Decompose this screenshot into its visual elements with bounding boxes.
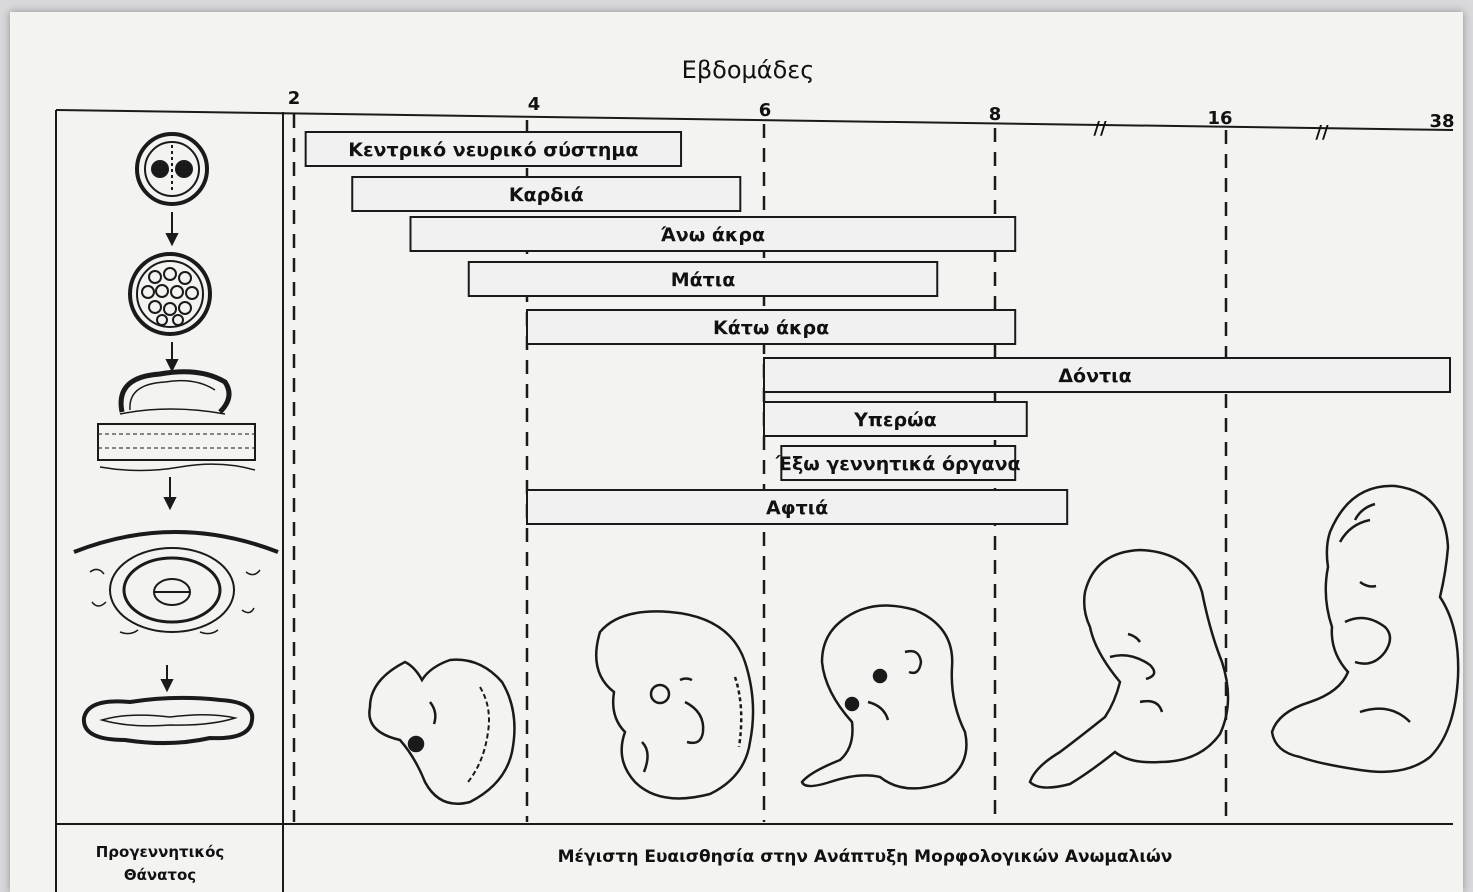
sensitivity-bar-label: Κεντρικό νευρικό σύστημα bbox=[348, 139, 638, 161]
sensitivity-bar-label: Άνω άκρα bbox=[661, 224, 765, 246]
tick-label-4: 4 bbox=[528, 94, 541, 115]
embryo-week4-illustration bbox=[369, 660, 514, 804]
embedded-embryo-icon bbox=[74, 532, 278, 634]
tick-label-8: 8 bbox=[989, 104, 1002, 125]
embryonic-disc-icon bbox=[84, 698, 252, 743]
tick-label-16: 16 bbox=[1207, 108, 1232, 129]
sensitivity-bar-label: Αφτιά bbox=[766, 497, 828, 519]
prenatal-death-label-line2: Θάνατος bbox=[124, 866, 196, 884]
fetus-term-illustration bbox=[1272, 486, 1458, 772]
tick-label-2: 2 bbox=[288, 88, 301, 109]
arrow-down-icon bbox=[165, 477, 175, 508]
sensitivity-bar: Άνω άκρα bbox=[411, 217, 1016, 251]
sensitivity-bar-label: Δόντια bbox=[1058, 365, 1131, 387]
early-stages-column bbox=[74, 134, 278, 743]
embryo-week8-illustration bbox=[802, 606, 966, 789]
embryo-development-diagram: Εβδομάδες 2 4 6 8 16 38 // // Κεντρικό ν… bbox=[10, 12, 1463, 892]
sensitivity-bar-label: Μάτια bbox=[671, 269, 736, 291]
sensitivity-bar: Δόντια bbox=[764, 358, 1450, 392]
sensitivity-bar: Κεντρικό νευρικό σύστημα bbox=[306, 132, 681, 166]
arrow-down-icon bbox=[167, 212, 177, 244]
footer-row: Προγεννητικός Θάνατος Μέγιστη Ευαισθησία… bbox=[96, 843, 1173, 884]
axis-break-mark: // bbox=[1093, 118, 1107, 139]
tick-label-6: 6 bbox=[759, 100, 772, 121]
sensitivity-bar-label: Κάτω άκρα bbox=[713, 317, 829, 339]
sensitivity-bar-label: Υπερώα bbox=[853, 409, 937, 431]
axis-title: Εβδομάδες bbox=[682, 56, 815, 84]
axis-break-mark: // bbox=[1315, 122, 1329, 143]
tick-label-38: 38 bbox=[1429, 111, 1454, 132]
zygote-icon bbox=[137, 134, 207, 204]
max-sensitivity-label: Μέγιστη Ευαισθησία στην Ανάπτυξη Μορφολο… bbox=[558, 847, 1173, 867]
blastocyst-implantation-icon bbox=[98, 372, 255, 471]
sensitivity-bar: Έξω γεννητικά όργανα bbox=[775, 446, 1021, 480]
fetus-week12-illustration bbox=[1030, 550, 1228, 788]
arrow-down-icon bbox=[167, 342, 177, 370]
sensitivity-bar: Αφτιά bbox=[527, 490, 1067, 524]
embryo-week6-illustration bbox=[596, 611, 753, 798]
figure-page: Εβδομάδες 2 4 6 8 16 38 // // Κεντρικό ν… bbox=[10, 12, 1463, 892]
prenatal-death-label-line1: Προγεννητικός bbox=[96, 843, 225, 861]
arrow-down-icon bbox=[162, 665, 172, 690]
sensitivity-bar: Μάτια bbox=[469, 262, 938, 296]
sensitivity-bar: Κάτω άκρα bbox=[527, 310, 1015, 344]
sensitivity-bar-label: Έξω γεννητικά όργανα bbox=[775, 453, 1021, 475]
sensitivity-bar: Καρδιά bbox=[352, 177, 740, 211]
fetus-stages bbox=[369, 486, 1458, 804]
sensitivity-bar: Υπερώα bbox=[764, 402, 1027, 436]
morula-icon bbox=[130, 254, 210, 334]
sensitivity-bar-label: Καρδιά bbox=[509, 184, 584, 206]
